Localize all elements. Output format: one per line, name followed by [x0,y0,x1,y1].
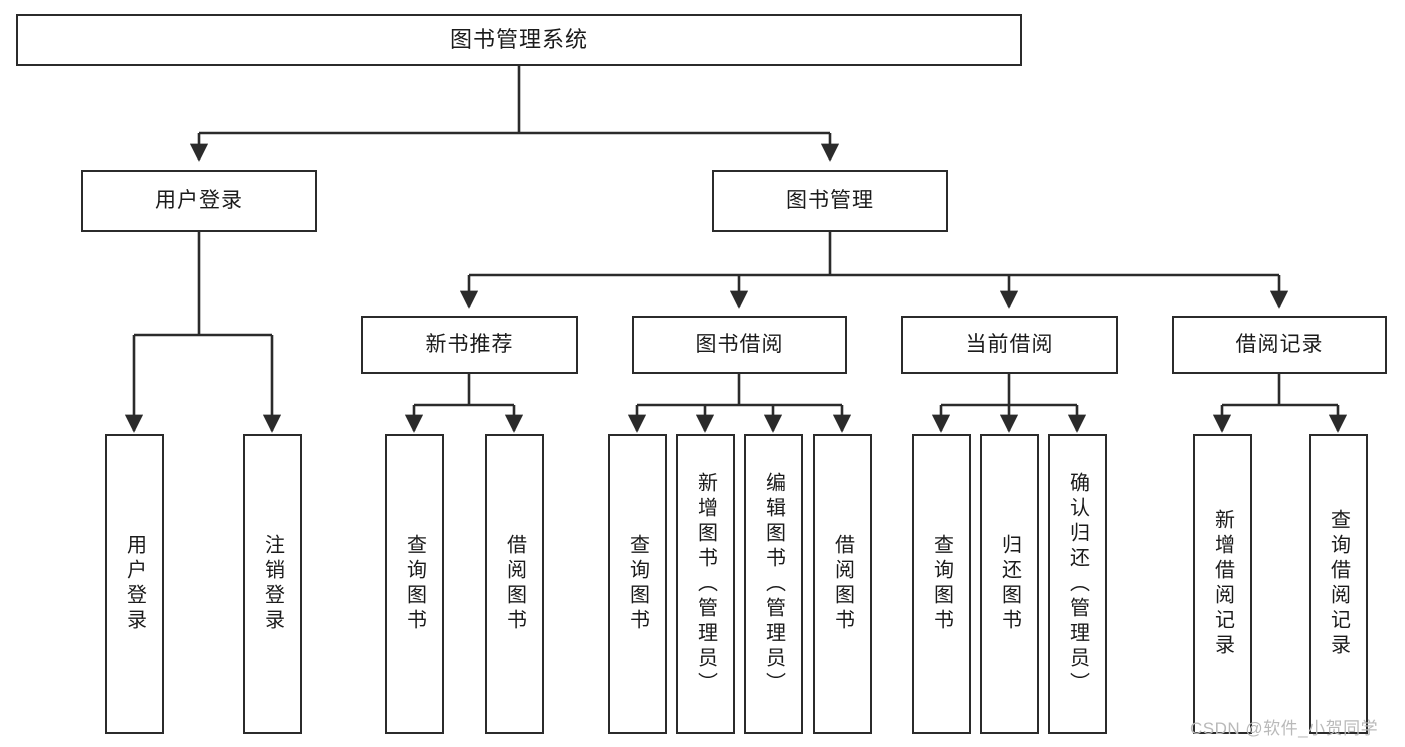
leaf-add-borrow-record[interactable]: 新增借阅记录 [1193,434,1252,734]
node-label: 编辑图书（管理员） [762,471,785,697]
node-label: 新增图书（管理员） [694,471,717,697]
node-label: 当前借阅 [965,332,1054,356]
leaf-query-book-current[interactable]: 查询图书 [912,434,971,734]
node-label: 归还图书 [998,534,1021,634]
node-label: 用户登录 [123,534,146,634]
node-label: 借阅图书 [831,534,854,634]
node-current-borrow[interactable]: 当前借阅 [901,316,1118,374]
leaf-borrow-book[interactable]: 借阅图书 [813,434,872,734]
node-label: 借阅图书 [503,534,526,634]
node-new-book-recommend[interactable]: 新书推荐 [361,316,578,374]
node-label: 借阅记录 [1235,332,1324,356]
node-label: 查询图书 [403,534,426,634]
leaf-add-book-admin[interactable]: 新增图书（管理员） [676,434,735,734]
leaf-logout[interactable]: 注销登录 [243,434,302,734]
node-label: 图书借阅 [695,332,784,356]
node-book-borrow[interactable]: 图书借阅 [632,316,847,374]
leaf-return-book[interactable]: 归还图书 [980,434,1039,734]
watermark: CSDN @软件_小贺同学 [1190,719,1379,738]
node-label: 新增借阅记录 [1211,509,1234,659]
node-root[interactable]: 图书管理系统 [16,14,1022,66]
node-borrow-record[interactable]: 借阅记录 [1172,316,1387,374]
node-label: 新书推荐 [425,332,514,356]
leaf-edit-book-admin[interactable]: 编辑图书（管理员） [744,434,803,734]
node-label: 图书管理系统 [449,27,588,53]
node-user-login[interactable]: 用户登录 [81,170,317,232]
node-label: 查询借阅记录 [1327,509,1350,659]
leaf-query-book-borrow[interactable]: 查询图书 [608,434,667,734]
node-label: 注销登录 [261,534,284,634]
leaf-borrow-book-recommend[interactable]: 借阅图书 [485,434,544,734]
node-label: 查询图书 [930,534,953,634]
leaf-confirm-return-admin[interactable]: 确认归还（管理员） [1048,434,1107,734]
node-label: 图书管理 [786,188,874,212]
leaf-query-book-recommend[interactable]: 查询图书 [385,434,444,734]
node-book-management[interactable]: 图书管理 [712,170,948,232]
node-label: 用户登录 [155,188,243,212]
node-label: 确认归还（管理员） [1066,471,1089,697]
node-label: 查询图书 [626,534,649,634]
leaf-query-borrow-record[interactable]: 查询借阅记录 [1309,434,1368,734]
leaf-user-login[interactable]: 用户登录 [105,434,164,734]
